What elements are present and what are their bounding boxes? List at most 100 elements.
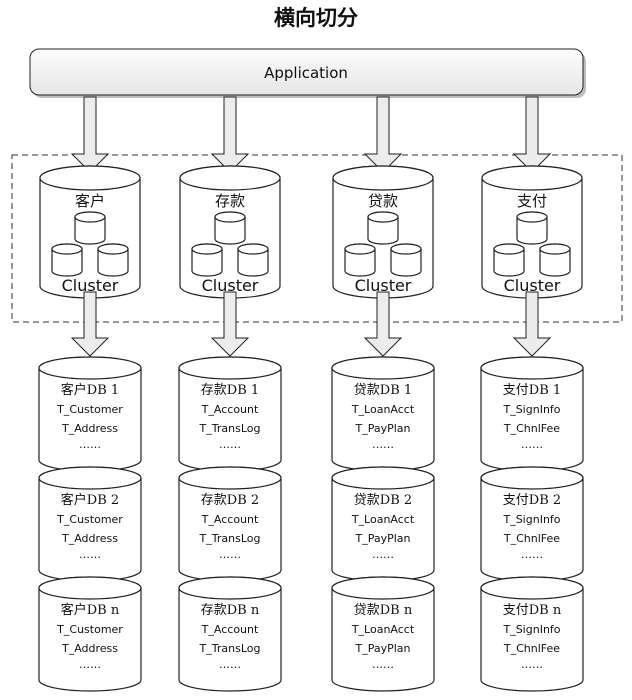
cluster-label: Cluster bbox=[504, 276, 561, 295]
database-node-icon bbox=[367, 211, 399, 245]
shard-db-name: 贷款DB 1 bbox=[354, 383, 412, 398]
cluster-label: Cluster bbox=[202, 276, 259, 295]
down-arrow bbox=[363, 291, 403, 357]
down-arrow bbox=[363, 96, 403, 173]
more-tables-ellipsis: …… bbox=[521, 658, 543, 671]
down-arrow bbox=[210, 96, 250, 173]
down-arrow bbox=[512, 291, 552, 357]
database-node-icon bbox=[97, 243, 129, 277]
cluster-cylinder: 存款 Cluster bbox=[179, 165, 281, 299]
table-name: T_TransLog bbox=[199, 422, 261, 435]
cluster-label: Cluster bbox=[355, 276, 412, 295]
table-name: T_LoanAcct bbox=[351, 513, 415, 526]
more-tables-ellipsis: …… bbox=[521, 438, 543, 451]
database-node-icon bbox=[516, 211, 548, 245]
application-box: Application bbox=[29, 48, 586, 98]
table-name: T_ChnlFee bbox=[503, 532, 560, 545]
more-tables-ellipsis: …… bbox=[372, 658, 394, 671]
more-tables-ellipsis: …… bbox=[372, 548, 394, 561]
service-label: 贷款 bbox=[368, 192, 398, 210]
diagram-title: 横向切分 bbox=[274, 6, 358, 30]
service-label: 客户 bbox=[75, 192, 105, 210]
table-name: T_Address bbox=[61, 422, 118, 435]
down-arrow bbox=[512, 96, 552, 173]
shard-db-name: 客户DB 1 bbox=[61, 382, 119, 398]
more-tables-ellipsis: …… bbox=[219, 548, 241, 561]
database-node-icon bbox=[237, 243, 269, 277]
table-name: T_Customer bbox=[56, 403, 123, 416]
table-name: T_LoanAcct bbox=[351, 403, 415, 416]
shard-db-name: 贷款DB n bbox=[354, 603, 413, 618]
shard-db-name: 贷款DB 2 bbox=[354, 493, 412, 508]
more-tables-ellipsis: …… bbox=[372, 438, 394, 451]
table-name: T_Account bbox=[201, 403, 259, 416]
table-name: T_Address bbox=[61, 642, 118, 655]
cluster-region-dashed-border bbox=[11, 154, 623, 323]
table-name: T_TransLog bbox=[199, 532, 261, 545]
table-name: T_ChnlFee bbox=[503, 422, 560, 435]
application-label: Application bbox=[264, 64, 348, 82]
service-label: 存款 bbox=[215, 192, 245, 210]
table-name: T_ChnlFee bbox=[503, 642, 560, 655]
cluster-cylinder: 客户 Cluster bbox=[39, 165, 141, 299]
database-node-icon bbox=[214, 211, 246, 245]
cluster-label: Cluster bbox=[62, 276, 119, 295]
table-name: T_Account bbox=[201, 623, 259, 636]
service-label: 支付 bbox=[517, 192, 547, 210]
table-name: T_SignInfo bbox=[502, 403, 560, 416]
cluster-cylinder: 支付 Cluster bbox=[481, 165, 583, 299]
more-tables-ellipsis: …… bbox=[219, 438, 241, 451]
table-name: T_Customer bbox=[56, 513, 123, 526]
more-tables-ellipsis: …… bbox=[219, 658, 241, 671]
table-name: T_PayPlan bbox=[354, 642, 410, 655]
table-name: T_SignInfo bbox=[502, 513, 560, 526]
more-tables-ellipsis: …… bbox=[521, 548, 543, 561]
shard-db-name: 存款DB n bbox=[201, 603, 260, 618]
table-name: T_SignInfo bbox=[502, 623, 560, 636]
table-name: T_Address bbox=[61, 532, 118, 545]
table-name: T_TransLog bbox=[199, 642, 261, 655]
more-tables-ellipsis: …… bbox=[79, 548, 101, 561]
table-name: T_PayPlan bbox=[354, 422, 410, 435]
table-name: T_PayPlan bbox=[354, 532, 410, 545]
down-arrow bbox=[70, 291, 110, 357]
database-node-icon bbox=[539, 243, 571, 277]
down-arrow bbox=[70, 96, 110, 173]
table-name: T_Account bbox=[201, 513, 259, 526]
shard-db-name: 存款DB 1 bbox=[201, 383, 259, 398]
cluster-cylinder: 贷款 Cluster bbox=[332, 165, 434, 299]
database-node-icon bbox=[51, 243, 83, 277]
shard-db-name: 支付DB 2 bbox=[503, 493, 561, 508]
database-node-icon bbox=[344, 243, 376, 277]
database-node-icon bbox=[74, 211, 106, 245]
shard-db-name: 存款DB 2 bbox=[201, 493, 259, 508]
table-name: T_Customer bbox=[56, 623, 123, 636]
down-arrow bbox=[210, 291, 250, 357]
shard-db-name: 客户DB 2 bbox=[61, 492, 119, 508]
shard-db-name: 客户DB n bbox=[61, 602, 120, 618]
more-tables-ellipsis: …… bbox=[79, 438, 101, 451]
shard-db-name: 支付DB n bbox=[503, 603, 562, 618]
table-name: T_LoanAcct bbox=[351, 623, 415, 636]
shard-db-name: 支付DB 1 bbox=[503, 383, 561, 398]
database-node-icon bbox=[390, 243, 422, 277]
more-tables-ellipsis: …… bbox=[79, 658, 101, 671]
